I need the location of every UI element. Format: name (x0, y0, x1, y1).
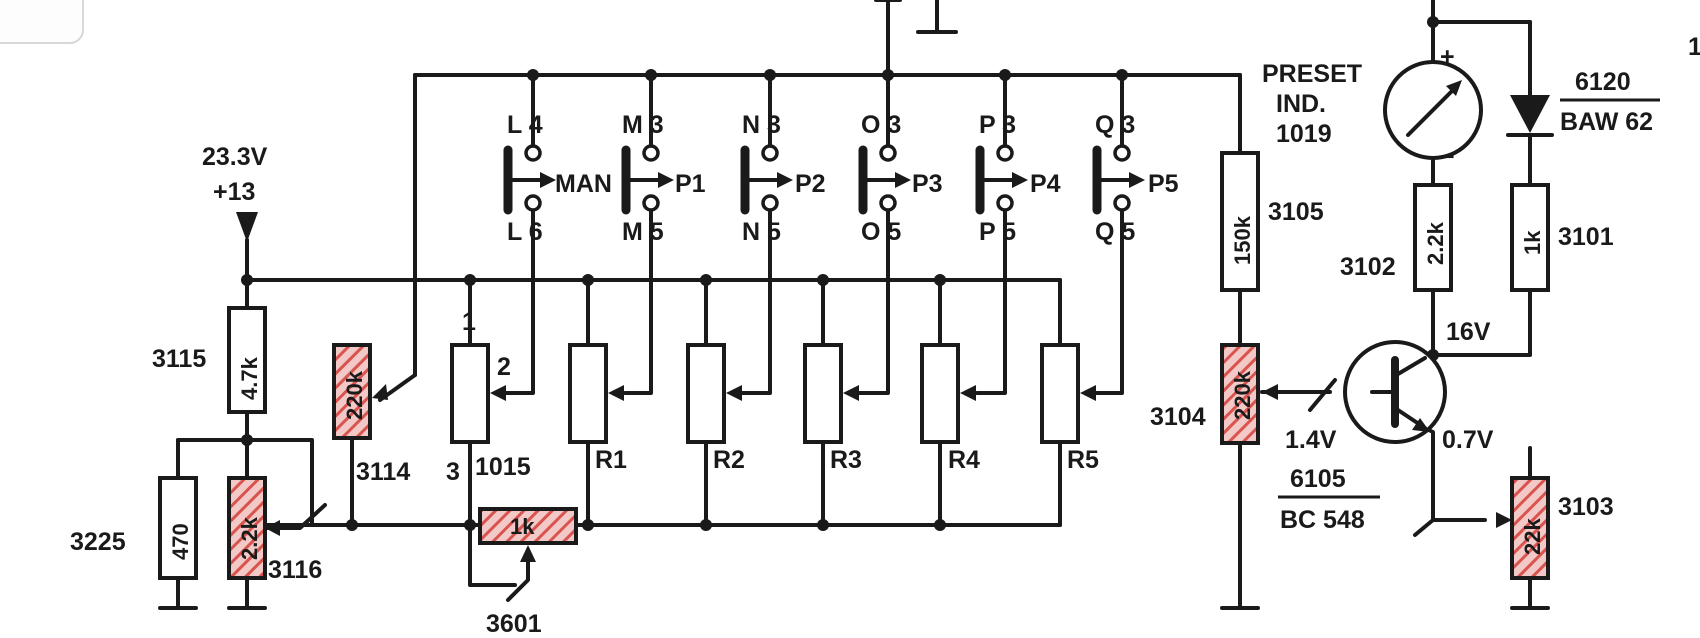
diode-type: BAW 62 (1560, 108, 1653, 136)
labels: 23.3V +13 L 4 L 6 MAN M 3 M 5 P1 N 3 N 5… (70, 33, 1700, 638)
value-3103: 22k (1520, 518, 1545, 555)
pot-r2 (686, 343, 726, 444)
pot-r5 (1040, 343, 1080, 444)
switch-p5 (1092, 144, 1145, 215)
switch-top-label: M 3 (622, 111, 664, 139)
preset-3114 (332, 343, 372, 440)
switch-p1 (621, 144, 674, 215)
window-corner (0, 0, 84, 44)
pot-r3 (803, 343, 843, 444)
preset-label: R2 (713, 446, 745, 474)
meter-label-line3: 1019 (1276, 120, 1332, 148)
voltage-base: 1.4V (1285, 426, 1337, 454)
switch-bottom-label: L 6 (507, 218, 543, 246)
pot-1015-pin3: 3 (446, 458, 460, 486)
meter-icon (1383, 60, 1483, 160)
pot-1015-pin2: 2 (497, 353, 511, 381)
preset-label: R4 (948, 446, 980, 474)
switch-top-label: N 3 (742, 111, 781, 139)
resistor-3225 (158, 476, 198, 580)
value-3225: 470 (168, 523, 193, 560)
switch-p2 (740, 144, 793, 215)
switch-top-label: O 3 (861, 111, 901, 139)
resistor-3102 (1413, 183, 1453, 292)
switch-bottom-label: Q 5 (1095, 218, 1135, 246)
preset-label: R5 (1067, 446, 1099, 474)
components (158, 60, 1554, 580)
pot-1015-pin1: 1 (462, 308, 476, 336)
meter-label-line1: PRESET (1262, 60, 1362, 88)
switch-bottom-label: P 5 (979, 218, 1016, 246)
value-3104: 220k (1230, 370, 1255, 420)
switch-top-label: Q 3 (1095, 111, 1135, 139)
preset-label: R1 (595, 446, 627, 474)
transistor-type: BC 548 (1280, 506, 1365, 534)
supply-voltage: 23.3V (202, 143, 268, 171)
transistor-icon (1343, 340, 1447, 444)
meter-label-line2: IND. (1276, 90, 1326, 118)
preset-3104 (1220, 343, 1260, 445)
value-3114: 220k (342, 370, 367, 420)
switch-p3 (858, 144, 911, 215)
preset-3116 (227, 476, 267, 580)
voltage-emitter: 0.7V (1442, 426, 1494, 454)
preset-3103 (1510, 476, 1550, 580)
supply-arrow-icon (236, 212, 258, 242)
switch-bottom-label: O 5 (861, 218, 901, 246)
value-3115: 4.7k (237, 356, 262, 400)
meter-plus: + (1440, 43, 1455, 71)
switch-label: P5 (1148, 170, 1179, 198)
switch-label: P2 (795, 170, 826, 198)
value-3101: 1k (1520, 230, 1545, 255)
meter-minus: − (1440, 143, 1455, 171)
resistor-3105 (1220, 151, 1260, 292)
ref-3114: 3114 (356, 458, 410, 486)
switch-p4 (975, 144, 1028, 215)
ref-3116: 3116 (268, 556, 322, 584)
diode-ref: 6120 (1575, 68, 1631, 96)
pot-r1 (568, 343, 608, 444)
ref-3105: 3105 (1268, 198, 1324, 226)
switch-top-label: L 4 (507, 111, 543, 139)
ref-1015: 1015 (475, 453, 531, 481)
value-3116: 2.2k (237, 516, 262, 560)
ref-3115: 3115 (152, 345, 206, 373)
ref-3102: 3102 (1340, 253, 1396, 281)
switch-bottom-label: N 5 (742, 218, 781, 246)
switch-label: P1 (675, 170, 706, 198)
value-3105: 150k (1230, 215, 1255, 265)
pot-1015 (450, 343, 490, 444)
junctions (241, 16, 1439, 531)
switch-bottom-label: M 5 (622, 218, 664, 246)
ref-3225: 3225 (70, 528, 126, 556)
value-3601: 1k (510, 514, 535, 539)
value-3102: 2.2k (1423, 221, 1448, 265)
wiper-arrows (372, 384, 1512, 528)
switch-label: MAN (555, 170, 612, 198)
ref-3601: 3601 (486, 610, 542, 638)
ref-3104: 3104 (1150, 403, 1206, 431)
ref-3101: 3101 (1558, 223, 1614, 251)
resistor-3115 (227, 306, 267, 414)
supply-node: +13 (213, 178, 255, 206)
switch-label: P4 (1030, 170, 1061, 198)
edge-mark: 1 (1688, 33, 1700, 61)
switch-top-label: P 3 (979, 111, 1016, 139)
switch-label: P3 (912, 170, 943, 198)
transistor-ref: 6105 (1290, 465, 1346, 493)
voltage-collector: 16V (1446, 318, 1491, 346)
pot-r4 (920, 343, 960, 444)
preset-3601 (478, 507, 578, 545)
ref-3103: 3103 (1558, 493, 1614, 521)
resistor-3101 (1510, 183, 1550, 292)
diode-icon (1506, 95, 1554, 137)
preset-label: R3 (830, 446, 862, 474)
pushbutton-switches (503, 144, 1145, 215)
switch-man (503, 144, 556, 215)
wires (158, 0, 1550, 610)
